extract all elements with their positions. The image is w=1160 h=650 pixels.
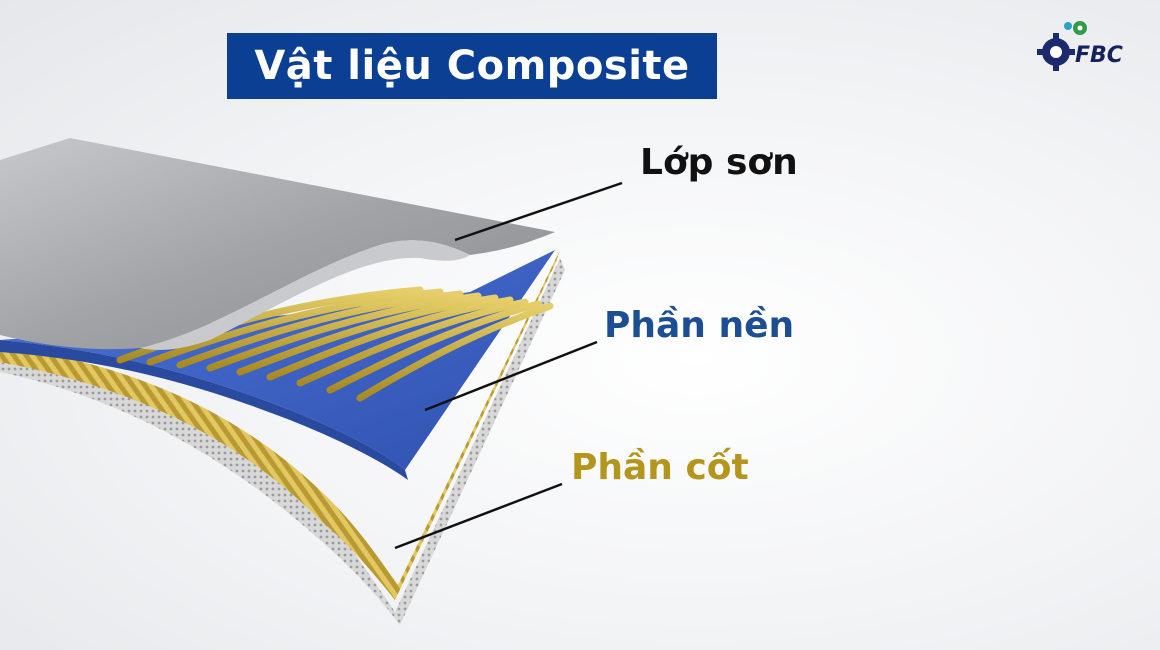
title-banner: Vật liệu Composite <box>227 33 717 99</box>
leader-line-matrix <box>424 340 598 412</box>
coat-layer <box>0 138 555 350</box>
leader-line-fiber <box>394 482 563 550</box>
label-coat-layer: Lớp sơn <box>640 142 798 183</box>
matrix-edge <box>0 340 408 480</box>
label-fiber-layer: Phần cốt <box>571 447 749 488</box>
logo <box>1037 21 1087 71</box>
label-matrix-layer: Phần nền <box>604 305 795 346</box>
logo-text: FBC <box>1075 43 1123 68</box>
coat-curl <box>140 240 470 350</box>
leader-line-coat <box>454 181 623 242</box>
gear-icon <box>1037 21 1087 71</box>
page-title: Vật liệu Composite <box>254 43 690 89</box>
